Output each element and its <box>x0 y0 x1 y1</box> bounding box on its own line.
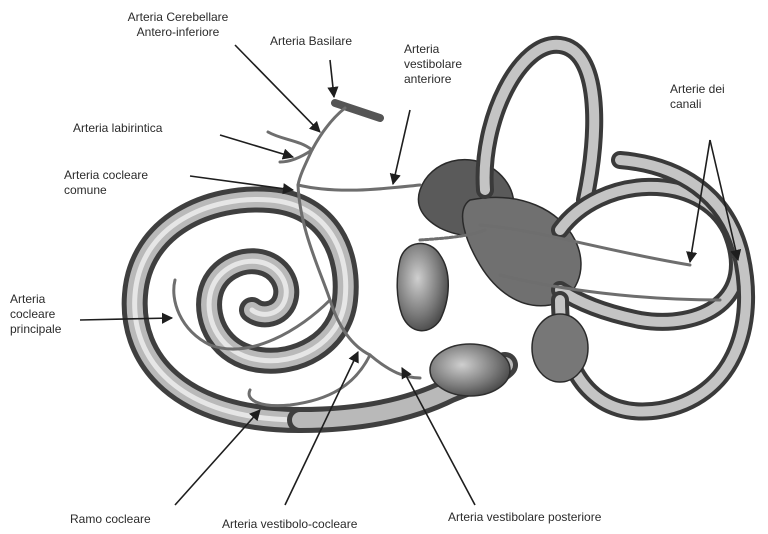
label-vestibolare-posteriore: Arteria vestibolare posteriore <box>448 510 601 525</box>
label-labirintica: Arteria labirintica <box>73 121 162 136</box>
arrow-cocleare-principale <box>80 318 172 320</box>
label-cocleare-principale-line3: principale <box>10 322 61 337</box>
label-cocleare-principale: Arteria cocleare principale <box>10 292 61 337</box>
arrow-vestibolare-anteriore <box>393 110 410 184</box>
label-cocleare-comune-line2: comune <box>64 183 148 198</box>
label-canali-line2: canali <box>670 97 725 112</box>
label-vestibolare-anteriore-line2: vestibolare <box>404 57 462 72</box>
label-vestibolare-anteriore: Arteria vestibolare anteriore <box>404 42 462 87</box>
label-cerebellare: Arteria Cerebellare Antero-inferiore <box>108 10 248 40</box>
arrow-ramo-cocleare <box>175 410 260 505</box>
saccule <box>430 344 510 396</box>
label-vestibolare-anteriore-line1: Arteria <box>404 42 462 57</box>
label-basilare: Arteria Basilare <box>270 34 352 49</box>
label-canali-line1: Arterie dei <box>670 82 725 97</box>
label-cocleare-principale-line1: Arteria <box>10 292 61 307</box>
label-cocleare-principale-line2: cocleare <box>10 307 61 322</box>
label-cerebellare-line2: Antero-inferiore <box>108 25 248 40</box>
label-cocleare-comune: Arteria cocleare comune <box>64 168 148 198</box>
label-cerebellare-line1: Arteria Cerebellare <box>108 10 248 25</box>
label-cocleare-comune-line1: Arteria cocleare <box>64 168 148 183</box>
label-ramo-cocleare: Ramo cocleare <box>70 512 151 527</box>
label-vestibolo-cocleare: Arteria vestibolo-cocleare <box>222 517 357 532</box>
arrow-basilare <box>330 60 334 97</box>
label-canali: Arterie dei canali <box>670 82 725 112</box>
label-vestibolare-anteriore-line3: anteriore <box>404 72 462 87</box>
arrow-cerebellare <box>235 45 320 132</box>
